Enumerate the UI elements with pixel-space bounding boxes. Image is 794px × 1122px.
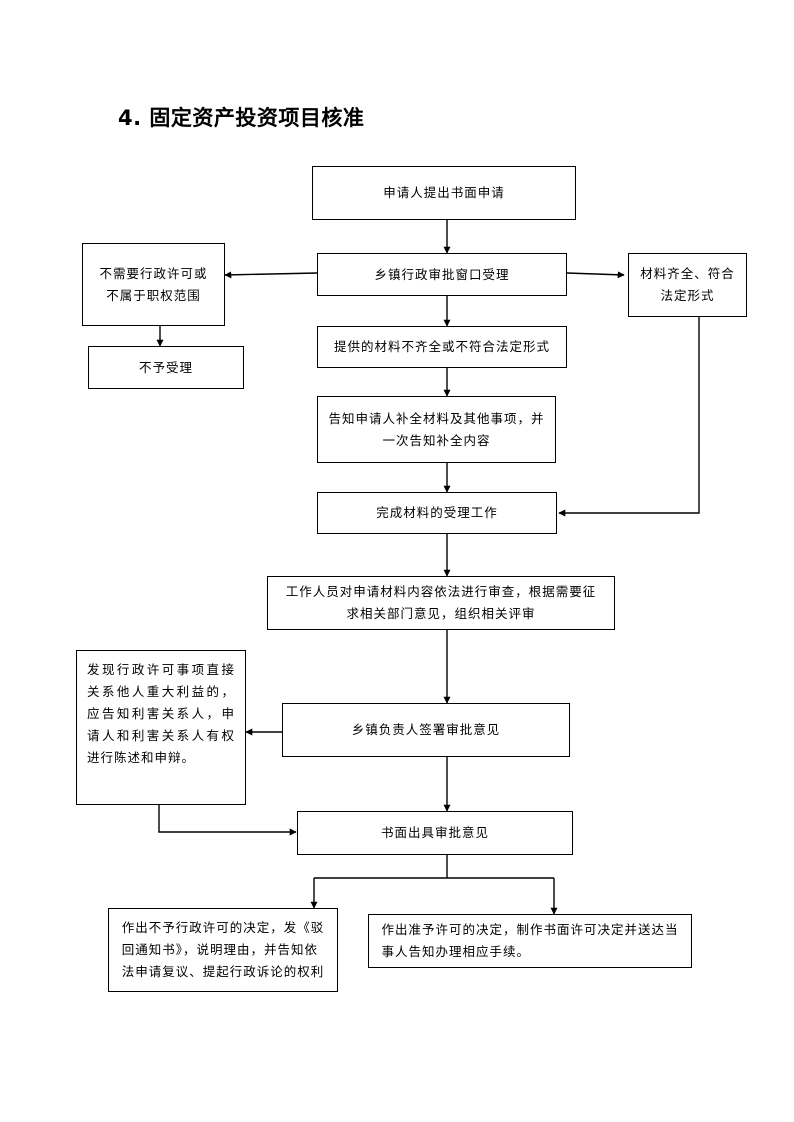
box-notify: 告知申请人补全材料及其他事项，并 一次告知补全内容 <box>317 396 556 463</box>
box-window-accept-line: 乡镇行政审批窗口受理 <box>374 266 510 282</box>
box-hearing-text: 发现行政许可事项直接关系他人重大利益的，应告知利害关系人，申请人和利害关系人有权… <box>87 662 235 765</box>
box-grant-line: 事人告知办理相应手续。 <box>381 944 530 959</box>
box-review-line: 工作人员对申请材料内容依法进行审查，根据需要征 <box>285 584 597 599</box>
box-accept-done-line: 完成材料的受理工作 <box>376 505 498 520</box>
arrow-hearing-to-written <box>158 805 297 836</box>
box-apply: 申请人提出书面申请 <box>312 166 576 220</box>
box-grant: 作出准予许可的决定，制作书面许可决定并送达当 事人告知办理相应手续。 <box>368 914 692 968</box>
box-deny-line: 回通知书》，说明理由，并告知依 <box>121 942 318 957</box>
box-deny: 作出不予行政许可的决定，发《驳 回通知书》，说明理由，并告知依 法申请复议、提起… <box>108 908 338 992</box>
box-reject-line: 不予受理 <box>138 359 193 375</box>
box-sign-line: 乡镇负责人签署审批意见 <box>351 722 501 737</box>
box-apply-line: 申请人提出书面申请 <box>383 185 505 200</box>
box-incomplete-line: 提供的材料不齐全或不符合法定形式 <box>333 339 550 354</box>
box-deny-line: 法申请复议、提起行政诉论的权利 <box>121 964 325 979</box>
box-written-opinion-line: 书面出具审批意见 <box>380 825 489 840</box>
box-complete-ok-line: 材料齐全、符合 <box>640 266 735 281</box>
box-deny-line: 作出不予行政许可的决定，发《驳 <box>121 920 325 935</box>
page-title: 4. 固定资产投资项目核准 <box>118 106 365 130</box>
box-complete-ok: 材料齐全、符合 法定形式 <box>628 253 747 317</box>
box-window-accept: 乡镇行政审批窗口受理 <box>317 253 567 296</box>
box-notify-line: 一次告知补全内容 <box>382 432 491 448</box>
box-review-line: 求相关部门意见，组织相关评审 <box>346 606 536 621</box>
box-not-required: 不需要行政许可或 不属于职权范围 <box>82 243 225 326</box>
box-notify-line: 告知申请人补全材料及其他事项，并 <box>328 410 545 426</box>
box-complete-ok-line: 法定形式 <box>660 288 715 303</box>
box-incomplete: 提供的材料不齐全或不符合法定形式 <box>317 326 567 368</box>
arrow-complete-ok-to-accept-done <box>558 317 700 517</box>
arrow-window-to-complete-ok <box>566 271 625 279</box>
arrow-window-to-not-required <box>224 271 318 279</box>
box-sign: 乡镇负责人签署审批意见 <box>282 703 570 757</box>
box-not-required-line: 不属于职权范围 <box>106 287 201 303</box>
box-review: 工作人员对申请材料内容依法进行审查，根据需要征 求相关部门意见，组织相关评审 <box>267 576 615 630</box>
box-hearing: 发现行政许可事项直接关系他人重大利益的，应告知利害关系人，申请人和利害关系人有权… <box>76 650 246 805</box>
box-not-required-line: 不需要行政许可或 <box>99 265 208 281</box>
box-accept-done: 完成材料的受理工作 <box>317 492 557 534</box>
box-written-opinion: 书面出具审批意见 <box>297 811 573 855</box>
box-reject: 不予受理 <box>88 346 244 389</box>
box-grant-line: 作出准予许可的决定，制作书面许可决定并送达当 <box>381 922 679 937</box>
